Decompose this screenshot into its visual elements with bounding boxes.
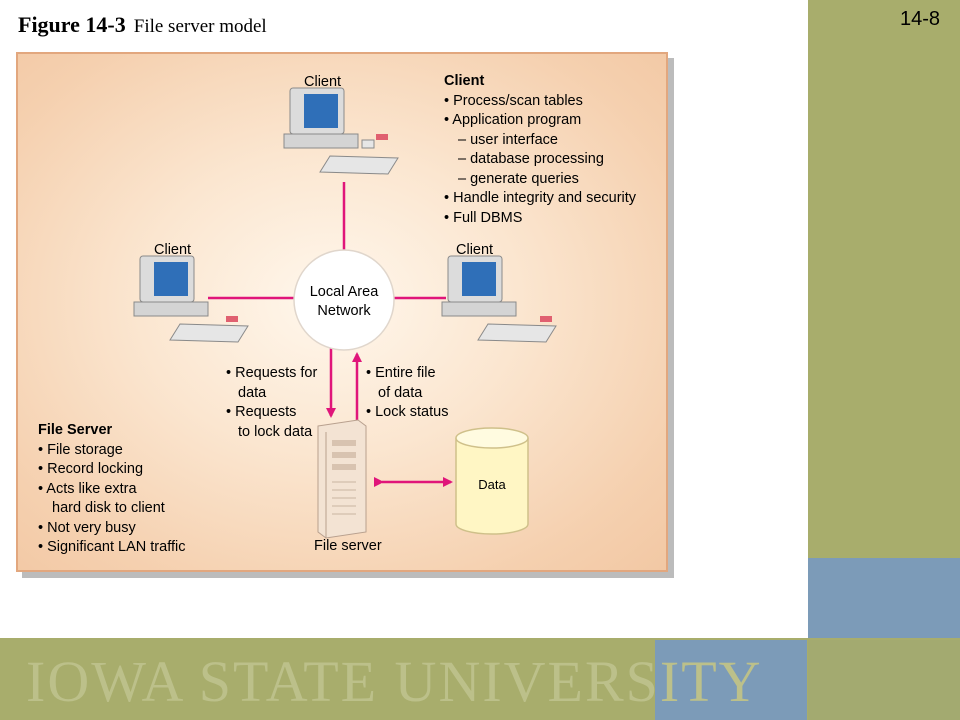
client-notes-line: – generate queries — [458, 170, 579, 187]
client-computer-top-icon — [283, 87, 399, 175]
request-notes-line: to lock data — [238, 423, 313, 440]
lan-circle — [293, 249, 395, 351]
data-cylinder-icon — [455, 427, 529, 535]
client-right-label: Client — [456, 242, 494, 258]
server-notes-title: File Server — [38, 422, 113, 438]
client-notes: Client • Process/scan tables • Applicati… — [444, 72, 636, 228]
client-notes-line: • Handle integrity and security — [444, 190, 637, 206]
university-wordmark: IOWA STATE UNIVERSITY — [26, 649, 763, 714]
server-notes-line: hard disk to client — [52, 500, 165, 516]
response-notes-line: of data — [378, 384, 423, 401]
client-left-label: Client — [154, 242, 192, 258]
file-server-icon — [317, 419, 367, 539]
client-notes-line: • Process/scan tables — [444, 92, 583, 109]
campus-photo-right — [808, 640, 960, 720]
lan-label-line2: Network — [317, 303, 371, 319]
data-label: Data — [478, 477, 506, 492]
server-notes-line: • Significant LAN traffic — [38, 539, 186, 555]
server-notes-line: • Not very busy — [38, 519, 136, 536]
figure-number: Figure 14-3 — [18, 12, 126, 37]
client-notes-line: • Full DBMS — [444, 209, 523, 226]
client-notes-title: Client — [444, 73, 485, 89]
response-notes-line: • Entire file — [366, 365, 436, 381]
server-notes: File Server • File storage • Record lock… — [38, 421, 185, 558]
request-notes-line: • Requests — [226, 404, 297, 420]
figure-caption: File server model — [133, 16, 267, 37]
client-notes-line: – user interface — [458, 131, 558, 148]
client-notes-line: – database processing — [458, 151, 604, 167]
lan-label-line1: Local Area — [309, 284, 379, 300]
server-notes-line: • File storage — [38, 441, 123, 458]
client-notes-line: • Application program — [444, 112, 582, 128]
figure-title: Figure 14-3 File server model — [18, 12, 267, 38]
file-server-label: File server — [314, 538, 382, 554]
server-notes-line: • Record locking — [38, 461, 144, 477]
client-top-label: Client — [304, 74, 342, 90]
client-computer-right-icon — [441, 255, 557, 343]
page-number: 14-8 — [899, 8, 940, 30]
campus-photo-top — [808, 558, 960, 638]
request-notes: • Requests for data • Requests to lock d… — [226, 364, 317, 442]
request-notes-line: • Requests for — [226, 365, 318, 381]
campus-photo-left — [655, 640, 807, 720]
client-computer-left-icon — [133, 255, 249, 343]
network-diagram — [133, 87, 557, 539]
response-notes-line: • Lock status — [366, 404, 449, 420]
response-notes: • Entire file of data • Lock status — [366, 364, 448, 423]
diagram-panel: Client Client Client Local Area Network … — [16, 52, 668, 572]
server-notes-line: • Acts like extra — [38, 480, 137, 497]
request-notes-line: data — [238, 384, 267, 401]
